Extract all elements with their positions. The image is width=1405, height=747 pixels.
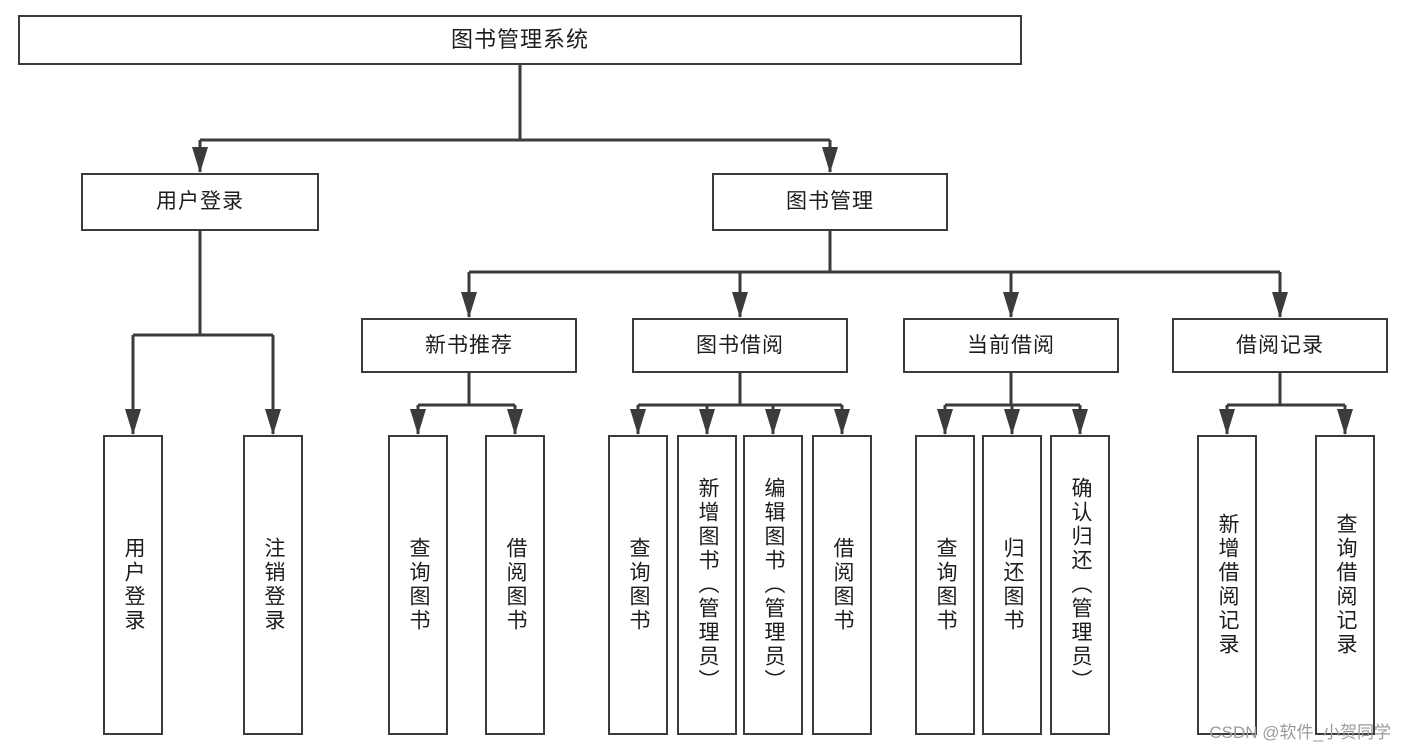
leaf-label: 借阅图书 [504,537,528,633]
node-new-book-rec[interactable]: 新书推荐 [361,318,577,373]
node-current-borrow[interactable]: 当前借阅 [903,318,1119,373]
leaf-label: 编辑图书（管理员） [762,477,786,693]
node-leaf-br-add-record[interactable]: 新增借阅记录 [1197,435,1257,735]
leaf-label: 查询图书 [627,537,651,633]
leaf-label: 查询图书 [407,537,431,633]
node-root[interactable]: 图书管理系统 [18,15,1022,65]
node-leaf-user-login[interactable]: 用户登录 [103,435,163,735]
leaf-label: 借阅图书 [831,537,855,633]
leaf-label: 新增借阅记录 [1216,513,1240,657]
leaf-label: 注销登录 [262,537,286,633]
node-user-login[interactable]: 用户登录 [81,173,319,231]
node-leaf-cb-confirm-return[interactable]: 确认归还（管理员） [1050,435,1110,735]
node-leaf-cb-query-book[interactable]: 查询图书 [915,435,975,735]
node-leaf-rec-query-book[interactable]: 查询图书 [388,435,448,735]
leaf-label: 确认归还（管理员） [1069,477,1093,693]
node-leaf-bb-borrow-book[interactable]: 借阅图书 [812,435,872,735]
leaf-label: 用户登录 [122,537,146,633]
node-borrow-record[interactable]: 借阅记录 [1172,318,1388,373]
node-book-manage[interactable]: 图书管理 [712,173,948,231]
leaf-label: 查询图书 [934,537,958,633]
node-leaf-bb-add-book[interactable]: 新增图书（管理员） [677,435,737,735]
node-leaf-br-query-record[interactable]: 查询借阅记录 [1315,435,1375,735]
leaf-label: 新增图书（管理员） [696,477,720,693]
node-leaf-rec-borrow-book[interactable]: 借阅图书 [485,435,545,735]
node-leaf-cb-return-book[interactable]: 归还图书 [982,435,1042,735]
leaf-label: 归还图书 [1001,537,1025,633]
node-leaf-bb-edit-book[interactable]: 编辑图书（管理员） [743,435,803,735]
leaf-label: 查询借阅记录 [1334,513,1358,657]
node-leaf-user-logout[interactable]: 注销登录 [243,435,303,735]
node-book-borrow[interactable]: 图书借阅 [632,318,848,373]
node-leaf-bb-query-book[interactable]: 查询图书 [608,435,668,735]
csdn-watermark: CSDN @软件_小贺同学 [1209,723,1391,742]
